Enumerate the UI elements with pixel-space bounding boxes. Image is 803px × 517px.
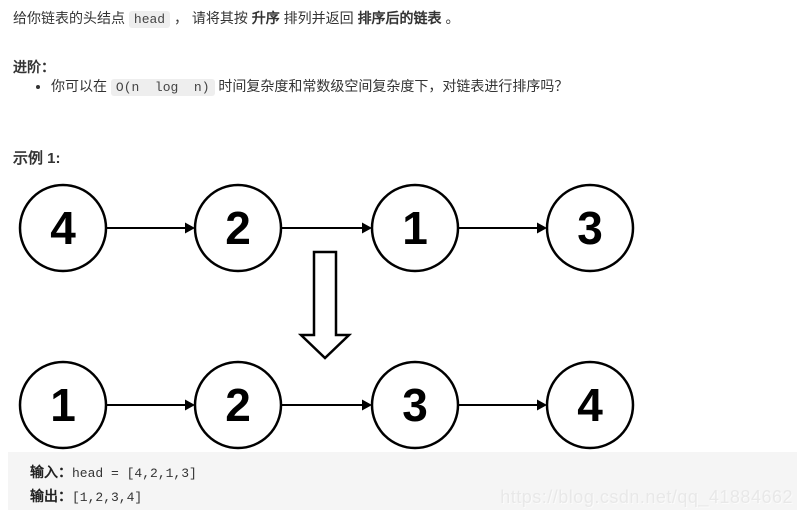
- inline-code-head: head: [128, 11, 171, 28]
- example-output-line: 输出：[1,2,3,4]: [30, 485, 797, 509]
- node-value: 3: [402, 379, 428, 431]
- advanced-text-1: 你可以在: [51, 78, 111, 94]
- linked-list-diagram: 4 2 1 3 1 2 3: [18, 183, 635, 450]
- next-pointer-arrow: [106, 222, 195, 234]
- node-value: 1: [50, 379, 76, 431]
- node-value: 4: [50, 202, 76, 254]
- advanced-list-item: 你可以在 O(n log n) 时间复杂度和常数级空间复杂度下，对链表进行排序吗…: [51, 76, 568, 98]
- example-heading: 示例 1:: [13, 150, 61, 167]
- next-pointer-arrow: [106, 399, 195, 411]
- csdn-watermark: https://blog.csdn.net/qq_41884662: [500, 487, 793, 507]
- right-arrow-icon: [362, 222, 372, 234]
- output-label: 输出：: [30, 488, 72, 504]
- description-text-1: 给你链表的头结点: [13, 10, 129, 26]
- advanced-heading: 进阶：: [13, 59, 55, 75]
- node-value: 2: [225, 379, 251, 431]
- description-text-2: ， 请将其按: [170, 10, 252, 26]
- description-bold-ascending: 升序: [251, 10, 280, 26]
- node-value: 1: [402, 202, 428, 254]
- description-text-3: 排列并返回: [279, 10, 358, 26]
- down-arrow-icon: [297, 250, 353, 360]
- list-before-sort: 4 2 1 3: [18, 183, 635, 273]
- node-value: 2: [225, 202, 251, 254]
- inline-code-complexity: O(n log n): [110, 79, 215, 96]
- right-arrow-icon: [185, 399, 195, 411]
- next-pointer-arrow: [458, 222, 547, 234]
- example-input-line: 输入：head = [4,2,1,3]: [30, 461, 797, 485]
- node-value: 3: [577, 202, 603, 254]
- right-arrow-icon: [362, 399, 372, 411]
- next-pointer-arrow: [281, 399, 372, 411]
- example-io-block: 输入：head = [4,2,1,3] 输出：[1,2,3,4]: [8, 452, 797, 510]
- list-after-sort: 1 2 3 4: [18, 360, 635, 450]
- next-pointer-arrow: [281, 222, 372, 234]
- input-label: 输入：: [30, 464, 72, 480]
- next-pointer-arrow: [458, 399, 547, 411]
- right-arrow-icon: [537, 222, 547, 234]
- output-value: [1,2,3,4]: [72, 490, 143, 505]
- advanced-list: 你可以在 O(n log n) 时间复杂度和常数级空间复杂度下，对链表进行排序吗…: [13, 76, 568, 98]
- right-arrow-icon: [537, 399, 547, 411]
- description-text-4: 。: [441, 10, 460, 26]
- input-value: head = [4,2,1,3]: [72, 466, 197, 481]
- node-value: 4: [577, 379, 603, 431]
- advanced-text-2: 时间复杂度和常数级空间复杂度下，对链表进行排序吗？: [214, 78, 569, 94]
- description-bold-sorted-list: 排序后的链表: [357, 10, 442, 26]
- right-arrow-icon: [185, 222, 195, 234]
- problem-description: 给你链表的头结点 head ， 请将其按 升序 排列并返回 排序后的链表 。: [13, 8, 459, 30]
